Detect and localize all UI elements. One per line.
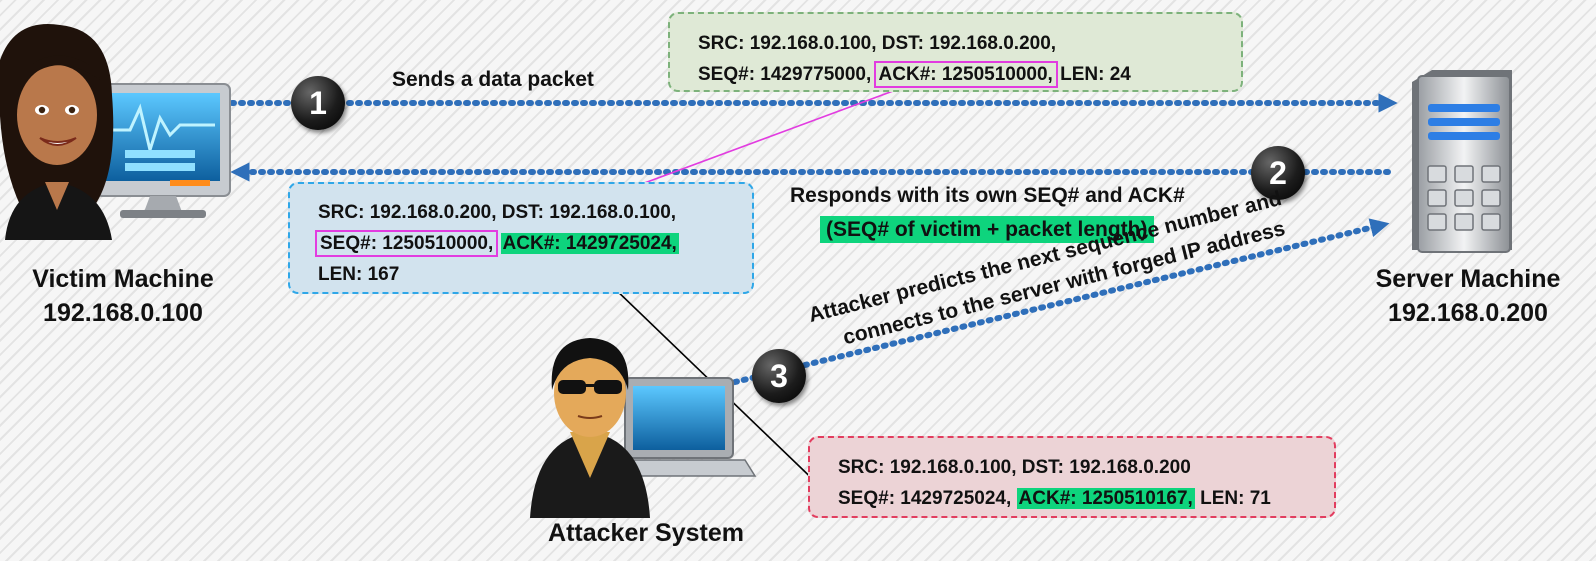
server-tower-icon [1412,70,1512,253]
packet-1-seq-ack: SEQ#: 1429775000, ACK#: 1250510000, LEN:… [698,59,1241,90]
server-label: Server Machine 192.168.0.200 [1356,262,1580,330]
victim-name: Victim Machine [32,265,214,293]
packet-1-seq: SEQ#: 1429775000, [698,64,872,85]
step-1-badge: 1 [291,76,345,130]
monitor-icon [95,83,231,218]
packet-1-len: LEN: 24 [1060,64,1131,85]
packet-3-seq: SEQ#: 1429725024, [838,488,1012,509]
packet-3-len: LEN: 71 [1200,488,1271,509]
packet-2-ack: ACK#: 1429725024, [500,233,679,254]
step-1-label: Sends a data packet [392,68,594,91]
packet-victim-to-server: SRC: 192.168.0.100, DST: 192.168.0.200, … [668,12,1243,92]
step-2-note: (SEQ# of victim + packet length) [820,216,1154,243]
packet-2-seq-ack: SEQ#: 1250510000, ACK#: 1429725024, [314,228,752,259]
packet-2-addresses: SRC: 192.168.0.200, DST: 192.168.0.100, [318,202,677,223]
connector-ack-to-forged-seq [584,259,827,493]
step-2-note-highlight: (SEQ# of victim + packet length) [820,216,1154,243]
packet-2-len: LEN: 167 [318,264,400,285]
packet-1-ack: ACK#: 1250510000, [873,61,1058,88]
victim-woman-icon [0,24,114,240]
victim-label: Victim Machine 192.168.0.100 [12,262,234,330]
step-2-badge: 2 [1251,146,1305,200]
packet-3-addresses: SRC: 192.168.0.100, DST: 192.168.0.200 [838,457,1191,478]
step-3-badge: 3 [752,349,806,403]
server-name: Server Machine [1375,265,1561,293]
server-ip: 192.168.0.200 [1388,299,1548,327]
packet-forged: SRC: 192.168.0.100, DST: 192.168.0.200 S… [808,436,1336,518]
hacker-icon [530,338,650,518]
attacker-label: Attacker System [548,519,744,547]
packet-1-addresses: SRC: 192.168.0.100, DST: 192.168.0.200, [698,33,1057,54]
packet-2-seq: SEQ#: 1250510000, [314,230,499,257]
packet-3-ack: ACK#: 1250510167, [1016,488,1195,509]
packet-server-response: SRC: 192.168.0.200, DST: 192.168.0.100, … [288,182,754,294]
arrow-attacker-to-server [732,218,1390,385]
victim-ip: 192.168.0.100 [43,299,203,327]
step-2-label: Responds with its own SEQ# and ACK# [790,184,1185,207]
packet-3-seq-ack: SEQ#: 1429725024, ACK#: 1250510167, LEN:… [838,483,1334,514]
